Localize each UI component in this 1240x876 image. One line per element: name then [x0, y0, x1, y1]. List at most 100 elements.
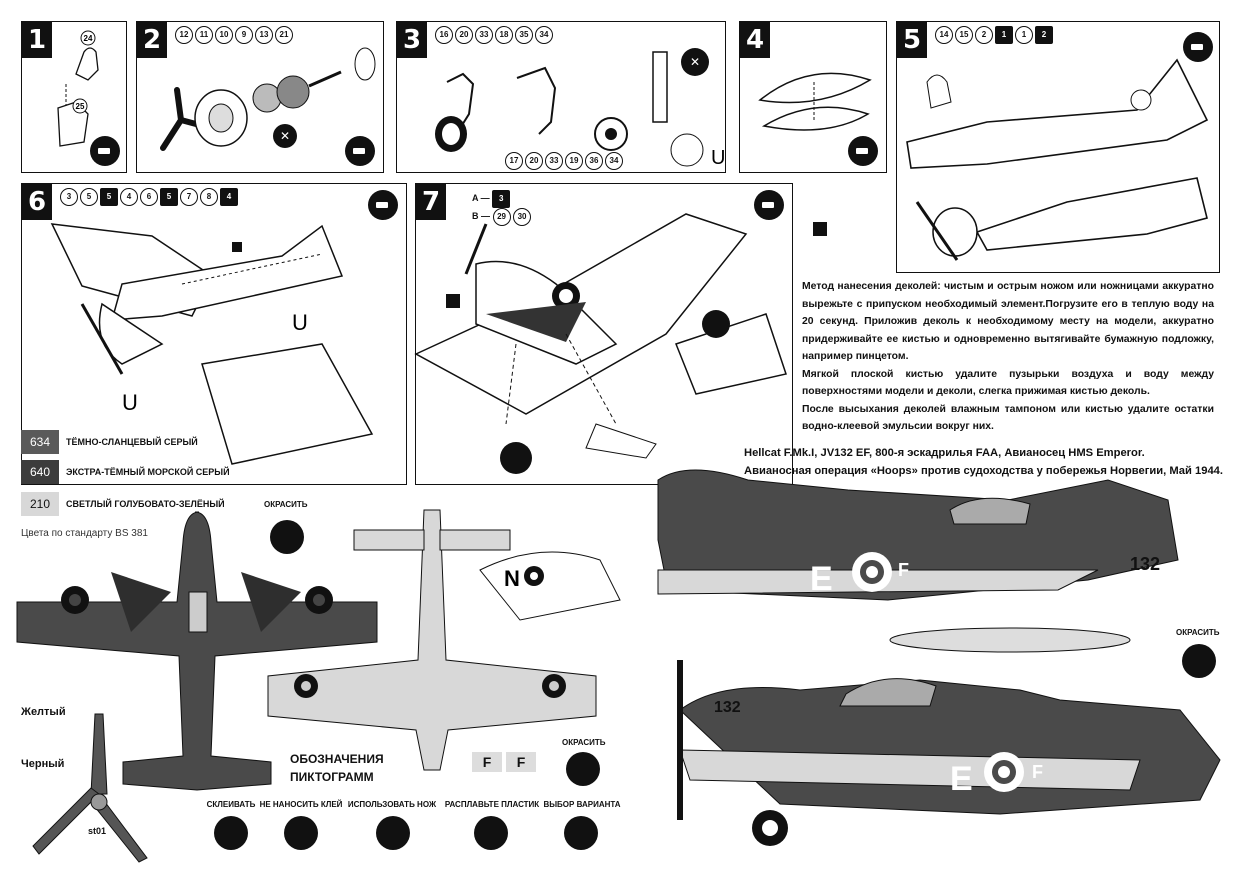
variant-choice-icon [564, 816, 598, 850]
part-chip: 16 [435, 26, 453, 44]
decal-letter-f2: F [506, 752, 536, 772]
parts-list: 3 5 5 4 6 5 7 8 4 [60, 188, 238, 206]
scheme-caption: Hellcat F.Mk.I, JV132 EF, 800-я эскадрил… [744, 444, 1224, 480]
decal-instructions: Метод нанесения деколей: чистым и острым… [802, 278, 1214, 436]
svg-text:✕: ✕ [280, 129, 290, 143]
part-chip: 9 [235, 26, 253, 44]
part-chip: 34 [605, 152, 623, 170]
step-3-panel: 3 16 20 33 18 35 34 17 20 33 19 36 34 ✕ … [396, 21, 726, 173]
alt-parts-list: 17 20 33 19 36 34 [505, 152, 623, 170]
underside-view-drawing [267, 509, 597, 771]
step-1-drawing: 24 25 [57, 30, 99, 147]
decal-instructions-p3: После высыхания деколей влажным тампоном… [802, 403, 1214, 433]
no-glue-icon [284, 816, 318, 850]
part-chip: 33 [545, 152, 563, 170]
engine-propeller-drawing: ✕ [160, 47, 376, 151]
part-chip: 5 [160, 188, 178, 206]
u-marker: U [292, 310, 308, 335]
part-chip: 11 [195, 26, 213, 44]
part-chip: 4 [220, 188, 238, 206]
svg-text:24: 24 [84, 34, 93, 43]
step-4-panel: 4 [739, 21, 887, 173]
part-chip: 2 [1035, 26, 1053, 44]
part-chip: 12 [175, 26, 193, 44]
paint-label: ОКРАСИТЬ [562, 738, 606, 747]
color-name-640: ЭКСТРА-ТЁМНЫЙ МОРСКОЙ СЕРЫЙ [66, 467, 230, 477]
part-chip: 34 [535, 26, 553, 44]
parts-list: 14 15 2 1 1 2 [935, 26, 1053, 44]
scheme-caption-line2: Авианосная операция «Hoops» против судох… [744, 465, 1224, 477]
pictogram-label-knife: ИСПОЛЬЗОВАТЬ НОЖ [347, 800, 437, 809]
propeller-drawing [32, 713, 148, 863]
propeller-black-label: Черный [21, 758, 65, 770]
part-chip: 1 [995, 26, 1013, 44]
parts-list: 16 20 33 18 35 34 [435, 26, 553, 44]
code-letter-f: F [1032, 762, 1043, 782]
step-7-panel: 7 A — 3 B — 29 30 [414, 183, 793, 485]
paint-label: ОКРАСИТЬ [264, 500, 308, 509]
part-chip: 14 [935, 26, 953, 44]
part-chip: 10 [215, 26, 233, 44]
glue-icon [754, 190, 784, 220]
part-chip: 21 [275, 26, 293, 44]
top-view-drawing [16, 511, 378, 791]
part-chip: 18 [495, 26, 513, 44]
pictogram-label-variant: ВЫБОР ВАРИАНТА [543, 800, 621, 809]
parts-list: 12 11 10 9 13 21 [175, 26, 293, 44]
part-chip: 15 [955, 26, 973, 44]
part-chip: 17 [505, 152, 523, 170]
gear-installation-drawing [414, 213, 787, 474]
glue-icon [90, 136, 120, 166]
part-chip: 19 [565, 152, 583, 170]
part-chip: 36 [585, 152, 603, 170]
scheme-caption-line1: Hellcat F.Mk.I, JV132 EF, 800-я эскадрил… [744, 447, 1145, 459]
part-chip: 8 [200, 188, 218, 206]
glue-icon [214, 816, 248, 850]
landing-gear-drawing: ✕ U [435, 48, 725, 169]
u-marker: U [711, 147, 725, 169]
colors-standard: Цвета по стандарту BS 381 [21, 528, 148, 539]
code-letter-f: F [898, 560, 909, 580]
svg-text:25: 25 [76, 102, 85, 111]
decal-instructions-p2: Мягкой плоской кистью удалите пузырьки в… [802, 368, 1214, 398]
step-number: 6 [22, 184, 52, 220]
paint-brush-icon [1182, 644, 1216, 678]
part-chip: 5 [100, 188, 118, 206]
color-name-634: ТЁМНО-СЛАНЦЕВЫЙ СЕРЫЙ [66, 437, 198, 447]
pictogram-label-melt: РАСПЛАВЬТЕ ПЛАСТИК [444, 800, 540, 809]
svg-text:N: N [504, 566, 520, 591]
wing-assembly-drawing: U U [50, 223, 374, 465]
decal-instructions-p1: Метод нанесения деколей: чистым и острым… [802, 281, 1214, 362]
fuselage-assembly-drawing [813, 58, 1209, 261]
step-number: 5 [897, 22, 927, 58]
canopy-drawing [758, 72, 872, 131]
variant-b-label: B — 29 30 [472, 208, 532, 226]
glue-icon [345, 136, 375, 166]
pictogram-title-2: ПИКТОГРАММ [290, 770, 374, 784]
part-chip: 1 [1015, 26, 1033, 44]
pictogram-label-no-glue: НЕ НАНОСИТЬ КЛЕЙ [259, 800, 343, 809]
knife-icon [376, 816, 410, 850]
step-number: 3 [397, 22, 427, 58]
glue-icon [1183, 32, 1213, 62]
pictogram-label-glue: СКЛЕИВАТЬ [206, 800, 256, 809]
paint-label: ОКРАСИТЬ [1176, 628, 1220, 637]
melt-plastic-icon [474, 816, 508, 850]
svg-text:✕: ✕ [690, 55, 700, 69]
part-chip: 20 [455, 26, 473, 44]
decal-application-drawing: N [479, 551, 621, 621]
part-chip: 20 [525, 152, 543, 170]
part-chip: 7 [180, 188, 198, 206]
part-chip: 33 [475, 26, 493, 44]
part-chip: 13 [255, 26, 273, 44]
part-chip: 4 [120, 188, 138, 206]
step-1-panel: 1 24 25 [21, 21, 127, 173]
profile-left-drawing: E F 132 [677, 660, 1221, 846]
paint-brush-icon [566, 752, 600, 786]
code-letter-e: E [950, 760, 973, 798]
step-number: 1 [22, 22, 52, 58]
step-5-panel: 5 14 15 2 1 1 2 [813, 21, 1220, 273]
serial-number: 132 [714, 699, 741, 716]
step-6-panel: 6 3 5 5 4 6 5 7 8 4 U U [21, 183, 407, 485]
profile-right-drawing: E F 132 [657, 469, 1179, 653]
